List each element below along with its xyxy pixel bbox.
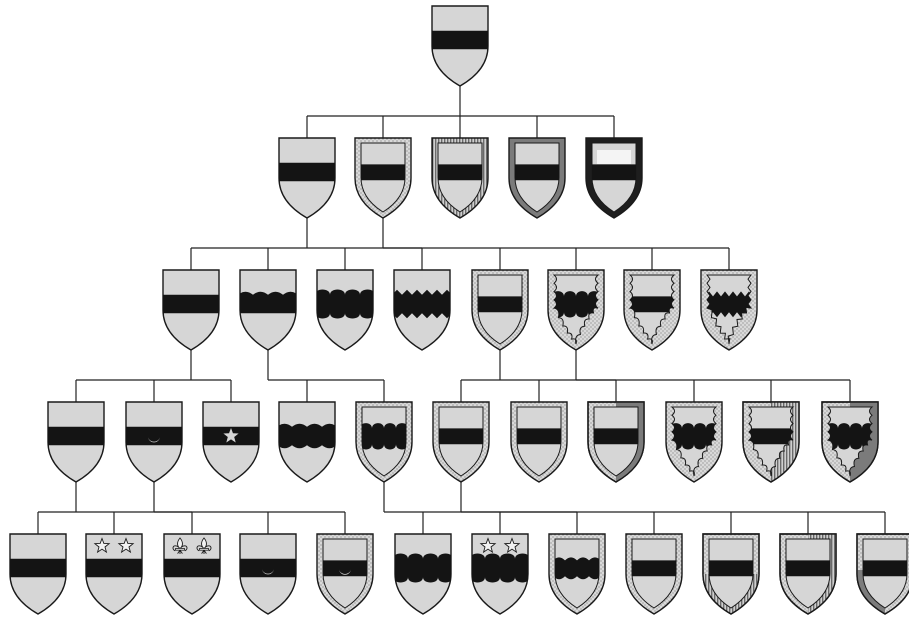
fess-band — [8, 559, 68, 577]
shield-c1 — [46, 402, 106, 482]
shield-d11 — [780, 534, 836, 614]
fess-band — [238, 559, 298, 577]
fess-band — [277, 424, 337, 448]
shield-b5 — [472, 270, 528, 350]
fess-band — [476, 296, 524, 312]
shield-b1 — [161, 270, 221, 350]
fess-band — [861, 560, 909, 576]
shield-d3 — [162, 534, 222, 614]
connector-bus — [383, 218, 729, 248]
connector-bus — [191, 218, 422, 248]
connector-group — [307, 86, 614, 138]
shield-c5 — [356, 402, 412, 482]
shield-d8 — [549, 534, 605, 614]
connector-bus — [307, 86, 614, 116]
shield-b4 — [392, 270, 452, 350]
fess-band — [553, 557, 601, 579]
connector-group — [461, 350, 616, 402]
shield-d10 — [703, 534, 759, 614]
fess-band — [784, 560, 832, 576]
shield-a2 — [355, 138, 411, 218]
connector-group — [268, 350, 384, 402]
fess-band — [161, 295, 221, 313]
fess-band — [124, 427, 184, 445]
fess-band — [277, 163, 337, 181]
shield-b7 — [624, 270, 680, 350]
shield-c2 — [124, 402, 184, 482]
fess-band — [46, 427, 106, 445]
shield-d9 — [626, 534, 682, 614]
shield-r — [430, 6, 490, 86]
fess-band — [437, 428, 485, 444]
connector-group — [383, 218, 729, 270]
connector-bus — [268, 350, 384, 380]
fess-band — [747, 428, 795, 444]
shields-layer — [8, 6, 909, 614]
fess-band — [321, 560, 369, 576]
fess-band — [592, 428, 640, 444]
fess-band — [707, 560, 755, 576]
connector-bus — [461, 350, 616, 380]
shield-a5 — [586, 138, 642, 218]
connector-bus — [76, 350, 231, 380]
fess-band — [84, 559, 144, 577]
shield-c3 — [201, 402, 261, 482]
connector-group — [461, 482, 885, 534]
fess-band — [430, 31, 490, 49]
fess-band — [238, 292, 298, 313]
shield-c6 — [433, 402, 489, 482]
shield-c10 — [743, 402, 799, 482]
shield-b2 — [238, 270, 298, 350]
connector-group — [38, 482, 192, 534]
fess-band — [515, 428, 563, 444]
connector-bus — [461, 482, 885, 512]
shield-a3 — [432, 138, 488, 218]
shield-c11 — [822, 402, 878, 482]
connector-bus — [38, 482, 192, 512]
connector-bus — [576, 350, 850, 380]
shield-chief-light — [597, 150, 631, 164]
connector-bus — [154, 482, 345, 512]
shield-c9 — [666, 402, 722, 482]
shield-d7 — [470, 534, 530, 614]
fess-band — [162, 559, 222, 577]
shield-d2 — [84, 534, 144, 614]
shield-d12 — [857, 534, 909, 614]
fess-band — [359, 164, 407, 180]
fess-band — [628, 296, 676, 312]
connector-group — [576, 350, 850, 402]
shield-c4 — [277, 402, 337, 482]
shield-d6 — [393, 534, 453, 614]
shield-b6 — [548, 270, 604, 350]
shield-c8 — [588, 402, 644, 482]
shield-b3 — [315, 270, 375, 350]
fess-band — [590, 164, 638, 180]
shield-a1 — [277, 138, 337, 218]
connector-group — [191, 218, 422, 270]
connector-group — [154, 482, 345, 534]
connector-bus — [384, 482, 577, 512]
shield-d5 — [317, 534, 373, 614]
connector-group — [384, 482, 577, 534]
shield-d4 — [238, 534, 298, 614]
shield-d1 — [8, 534, 68, 614]
shield-a4 — [509, 138, 565, 218]
fess-band — [436, 164, 484, 180]
shield-b8 — [701, 270, 757, 350]
fess-band — [630, 560, 678, 576]
shield-c7 — [511, 402, 567, 482]
fess-band — [513, 164, 561, 180]
connector-group — [76, 350, 231, 402]
